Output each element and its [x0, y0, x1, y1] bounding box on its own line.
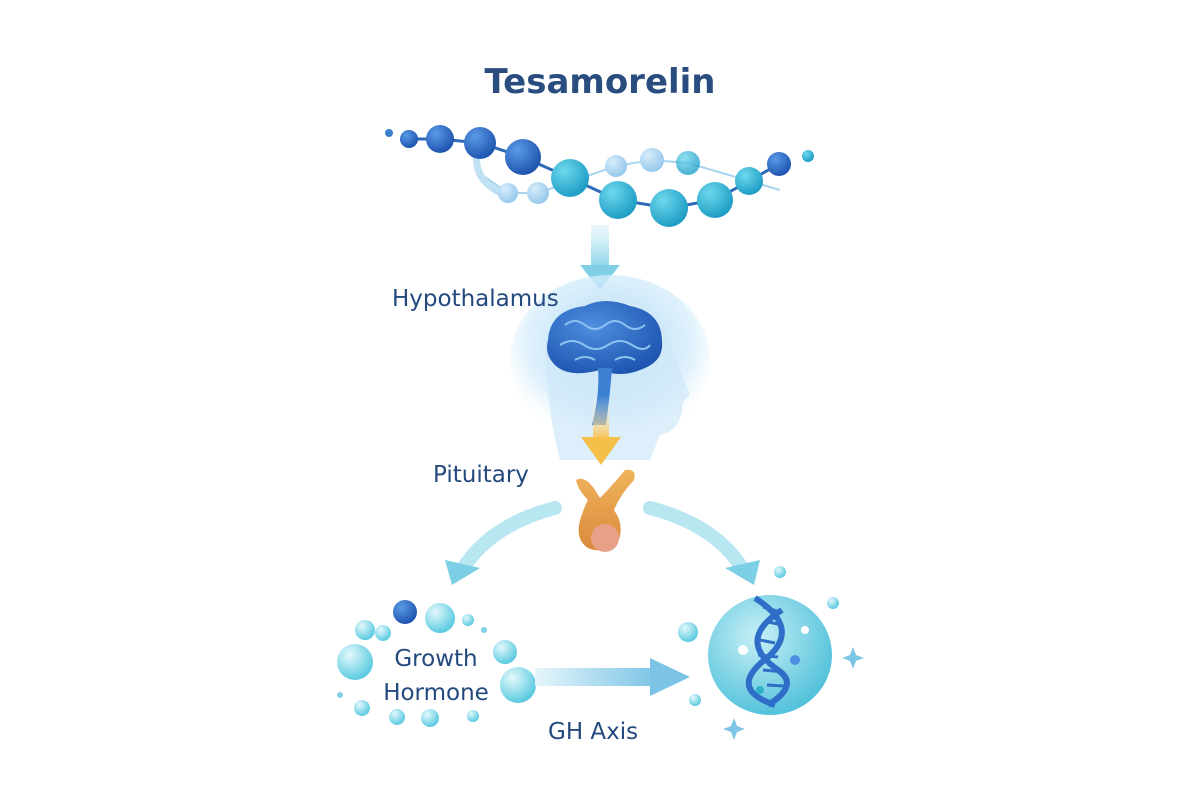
growth-hormone-label: Growth Hormone: [372, 642, 500, 710]
pituitary-label: Pituitary: [433, 462, 529, 488]
diagram-title: Tesamorelin: [484, 62, 716, 102]
gh-axis-label: GH Axis: [548, 719, 639, 745]
peptide-chain-icon: [385, 125, 814, 227]
arrow-to-growth-hormone-icon: [445, 501, 562, 585]
arrow-to-cell-icon: [643, 501, 760, 585]
pituitary-gland-icon: [576, 469, 635, 552]
growth-hormone-bubbles-icon: [337, 600, 536, 727]
hypothalamus-label: Hypothalamus: [392, 286, 559, 312]
cell-dna-icon: [678, 566, 864, 740]
arrow-right-icon: [535, 658, 690, 696]
arrow-down-yellow-icon: [581, 395, 621, 465]
growth-hormone-label-line2: Hormone: [383, 680, 489, 706]
head-brain-icon: [510, 275, 710, 460]
growth-hormone-label-line1: Growth: [394, 646, 478, 672]
